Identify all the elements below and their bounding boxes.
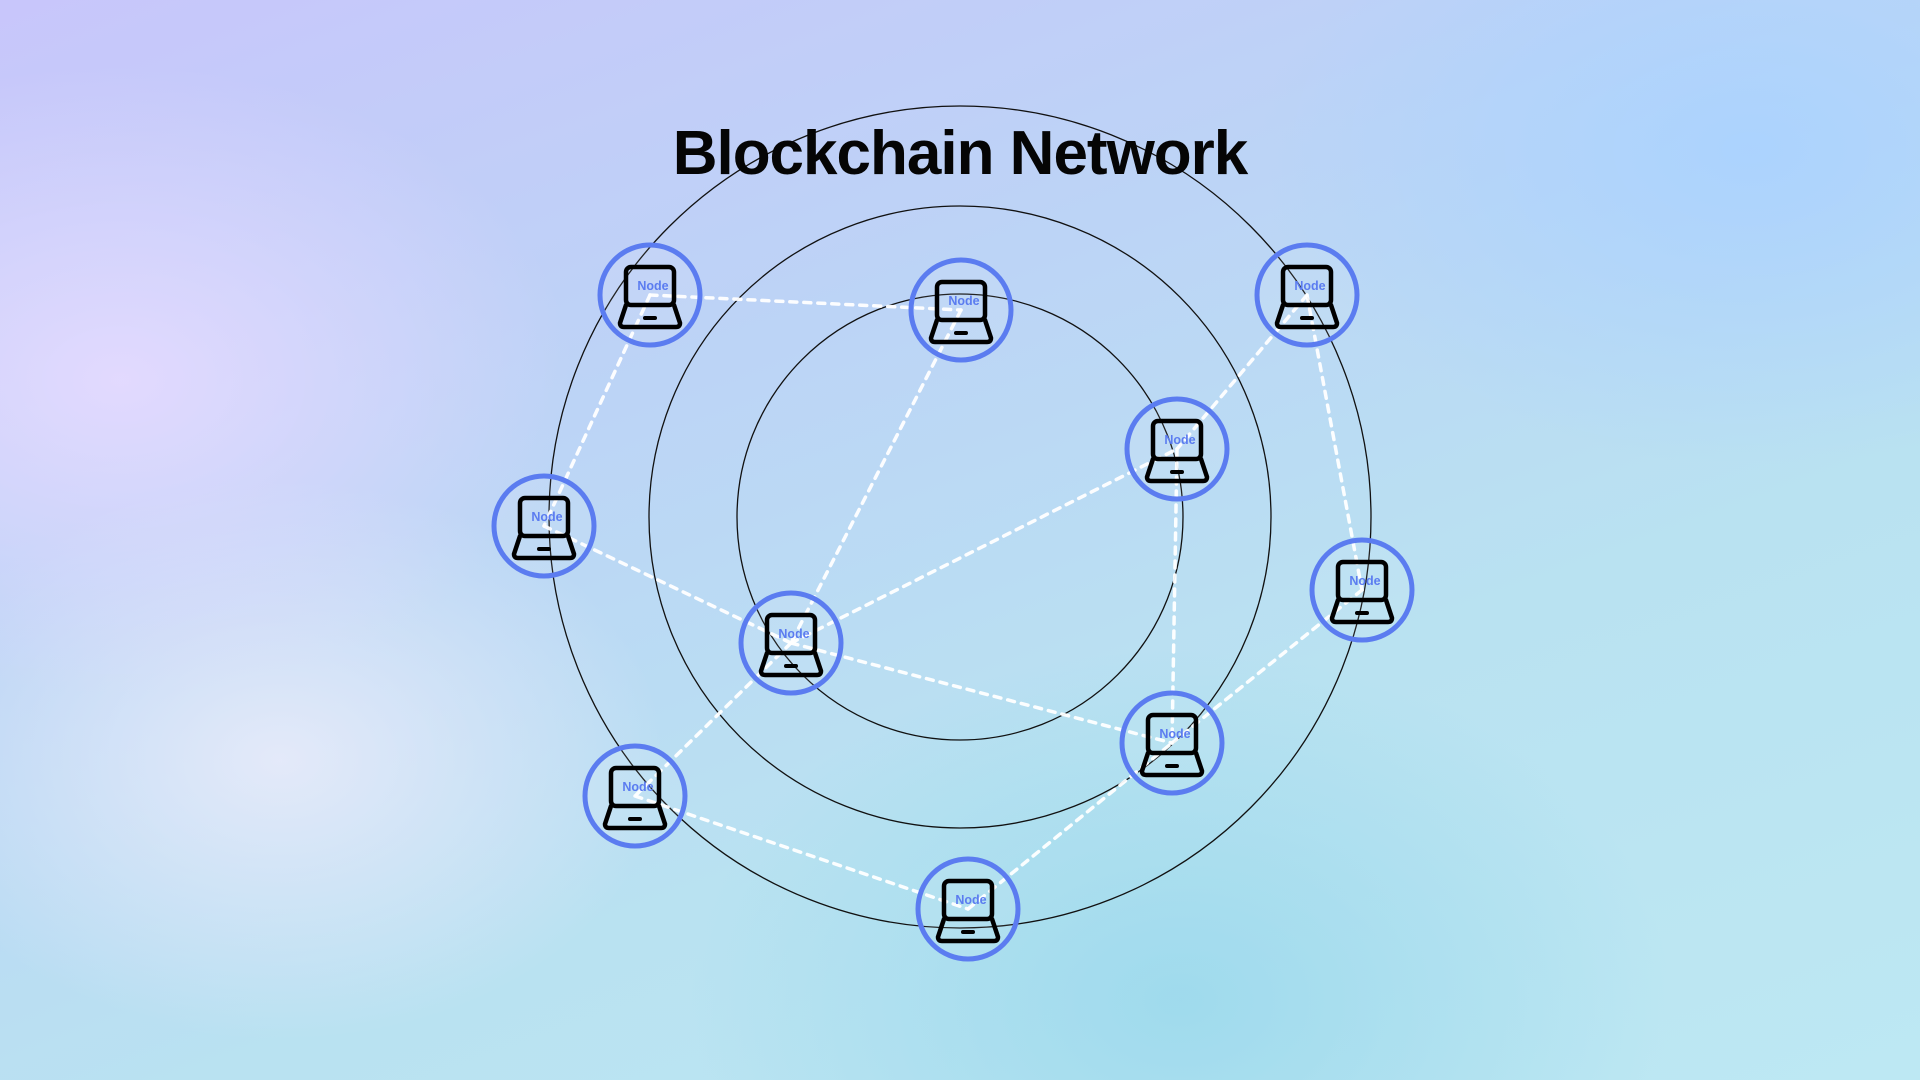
laptop-icon (602, 765, 668, 831)
network-node[interactable]: Node (1124, 396, 1230, 502)
laptop-icon (1139, 712, 1205, 778)
link-n4-n7 (542, 524, 793, 645)
network-node[interactable]: Node (1119, 690, 1225, 796)
link-n9-n10 (633, 794, 970, 911)
node-label: Node (948, 294, 979, 308)
link-n1-n4 (542, 293, 652, 528)
network-node[interactable]: Node (1309, 537, 1415, 643)
node-label: Node (531, 510, 562, 524)
node-ring (491, 473, 597, 579)
node-ring (738, 590, 844, 696)
laptop-icon (617, 264, 683, 330)
node-label: Node (622, 780, 653, 794)
link-n6-n8 (1170, 588, 1364, 745)
diagram-title: Blockchain Network (673, 119, 1249, 188)
network-node[interactable]: Node (491, 473, 597, 579)
node-ring (582, 743, 688, 849)
node-label: Node (778, 627, 809, 641)
laptop-icon (1274, 264, 1340, 330)
network-node[interactable]: Node (915, 856, 1021, 962)
node-ring (915, 856, 1021, 962)
network-node[interactable]: Node (1254, 242, 1360, 348)
node-ring (1124, 396, 1230, 502)
network-node[interactable]: Node (908, 257, 1014, 363)
link-n10-n8 (966, 741, 1174, 911)
laptop-icon (758, 612, 824, 678)
inner-orbit-ring (736, 293, 1184, 741)
node-label: Node (1349, 574, 1380, 588)
link-n7-n9 (633, 641, 793, 798)
link-n2-n7 (789, 308, 963, 645)
laptop-icon (1144, 418, 1210, 484)
node-label: Node (955, 893, 986, 907)
laptop-icon (1329, 559, 1395, 625)
node-ring (908, 257, 1014, 363)
link-n7-n8 (789, 641, 1174, 745)
middle-orbit-ring (648, 205, 1272, 829)
node-ring (1119, 690, 1225, 796)
laptop-icon (928, 279, 994, 345)
node-label: Node (1294, 279, 1325, 293)
node-ring (1309, 537, 1415, 643)
laptop-icon (511, 495, 577, 561)
node-ring (1254, 242, 1360, 348)
node-label: Node (1164, 433, 1195, 447)
network-node[interactable]: Node (597, 242, 703, 348)
node-label: Node (1159, 727, 1190, 741)
network-node[interactable]: Node (582, 743, 688, 849)
link-n7-n5 (789, 447, 1179, 645)
laptop-icon (935, 878, 1001, 944)
network-node[interactable]: Node (738, 590, 844, 696)
node-ring (597, 242, 703, 348)
node-label: Node (637, 279, 668, 293)
